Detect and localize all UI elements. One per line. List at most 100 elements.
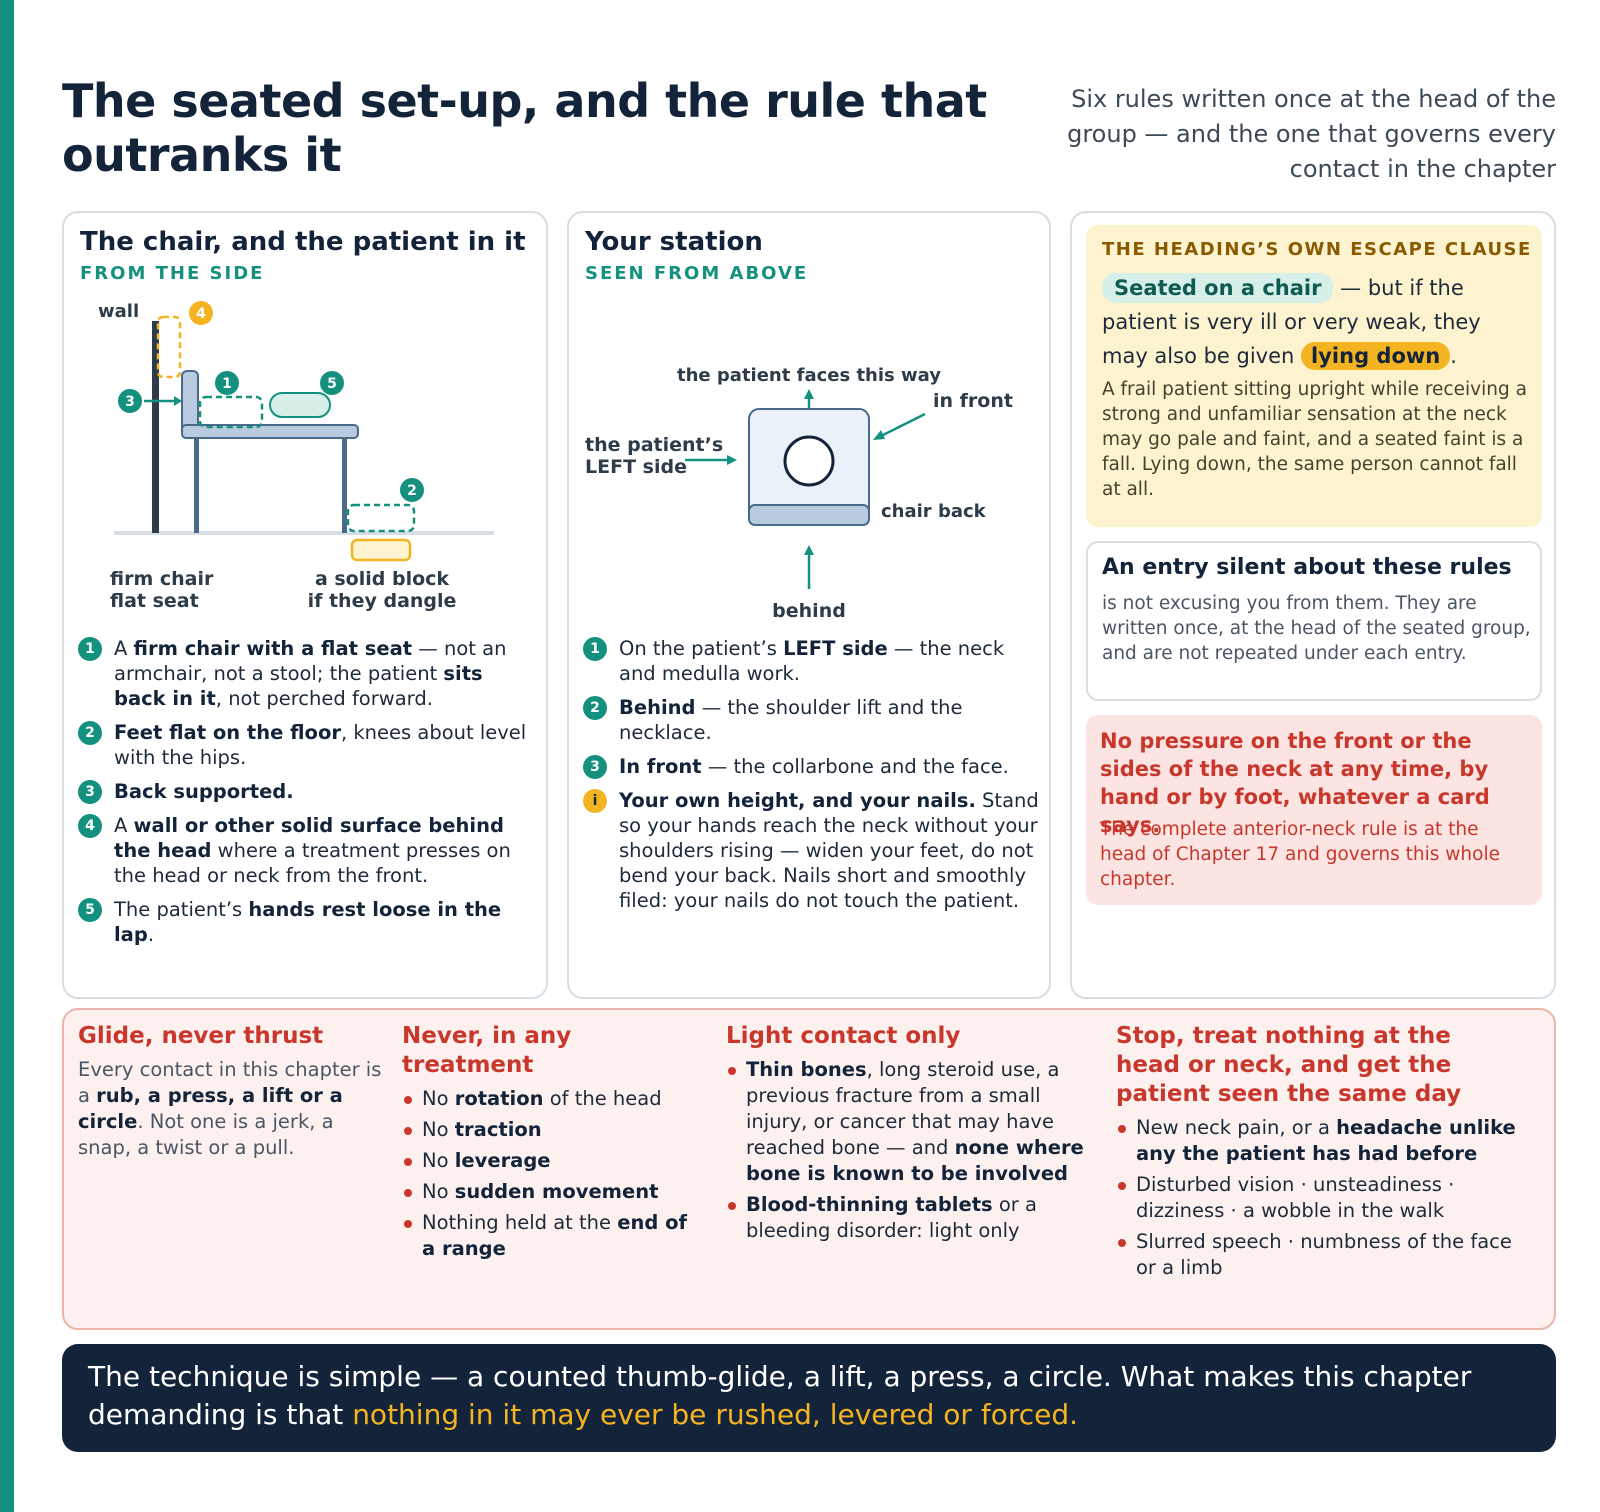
- station-step-part: Behind: [619, 696, 696, 719]
- no-pressure-body: The complete anterior-neck rule is at th…: [1100, 819, 1500, 890]
- step-number-badge: 2: [78, 721, 102, 745]
- step-number-badge: 2: [583, 696, 607, 720]
- station-card-kicker: SEEN FROM ABOVE: [585, 263, 809, 284]
- escape-clause-body: A frail patient sitting upright while re…: [1102, 379, 1527, 500]
- station-card: Your station SEEN FROM ABOVE the patient…: [567, 211, 1051, 999]
- in-front-label: in front: [933, 390, 1013, 412]
- block-label-1: a solid block: [315, 568, 449, 590]
- chair-step-part: wall or other solid surface behind the h…: [114, 814, 504, 862]
- chair-step-part: — not an armchair, not a stool; the pati…: [114, 637, 507, 685]
- light-contact-item-2: Blood-thinning tablets or a bleeding dis…: [726, 1192, 1086, 1244]
- marker-3: [118, 389, 142, 413]
- light-contact-part: none where bone is known to be involved: [746, 1136, 1084, 1185]
- station-step-4: i Your own height, and your nails. Stand …: [583, 788, 1039, 913]
- behind-arrowhead: [804, 545, 814, 555]
- station-step-part: Your own height, and your nails.: [619, 789, 976, 812]
- chair-step-text: Back supported.: [114, 779, 294, 804]
- chair-step-part: Back supported.: [114, 780, 294, 803]
- station-step-part: In front: [619, 755, 702, 778]
- never-item-5: Nothing held at the end of a range: [402, 1210, 706, 1262]
- glide-part: . Not one is a jerk, a snap, a twist or …: [78, 1110, 334, 1159]
- never-part: rotation: [454, 1087, 544, 1110]
- chair-back-bar: [748, 504, 870, 526]
- warnings-band: Glide, never thrust Every contact in thi…: [62, 1008, 1556, 1330]
- stop-part: Slurred speech · numbness of the face or…: [1136, 1230, 1512, 1279]
- wall-shape: [152, 321, 159, 533]
- never-item-1: No rotation of the head: [402, 1086, 706, 1112]
- station-step-part: — the neck and medulla work.: [619, 637, 1005, 685]
- stop-column: Stop, treat nothing at the head or neck,…: [1116, 1022, 1516, 1286]
- station-step-part: LEFT side: [783, 637, 888, 660]
- station-top-diagram: the patient faces this way in front the …: [585, 365, 1013, 622]
- never-part: traction: [454, 1118, 542, 1141]
- chair-side-diagram: wall 3 4 1 5 2 firm chair flat seat a so…: [98, 301, 494, 612]
- left-side-label-1: the patient’s: [585, 434, 723, 456]
- chair-step-text: A wall or other solid surface behind the…: [114, 813, 536, 888]
- chair-step-text: Feet flat on the floor, knees about leve…: [114, 720, 536, 770]
- marker-1-label: 1: [222, 376, 232, 392]
- firm-chair-label-2: flat seat: [110, 590, 199, 612]
- light-contact-part: , long steroid use, a previous fracture …: [746, 1058, 1060, 1159]
- step-number-badge: 1: [78, 637, 102, 661]
- step-number-badge: 5: [78, 898, 102, 922]
- seated-pill: Seated on a chair: [1102, 273, 1334, 303]
- never-item-2: No traction: [402, 1117, 706, 1143]
- light-contact-part: Thin bones: [746, 1058, 867, 1081]
- escape-clause-kicker: THE HEADING’S OWN ESCAPE CLAUSE: [1102, 239, 1532, 260]
- marker-5: [320, 371, 344, 395]
- never-item-3: No leverage: [402, 1148, 706, 1174]
- footer-lead: The technique is simple — a counted thum…: [88, 1360, 1472, 1431]
- stop-part: headache unlike any the patient has had …: [1136, 1116, 1516, 1165]
- station-card-title: Your station: [585, 227, 763, 257]
- never-part: No: [422, 1180, 455, 1203]
- stop-title: Stop, treat nothing at the head or neck,…: [1116, 1023, 1462, 1107]
- marker-4-label: 4: [196, 306, 206, 322]
- light-contact-list: Thin bones, long steroid use, a previous…: [726, 1057, 1086, 1244]
- chair-step-part: .: [147, 923, 155, 946]
- info-icon: i: [583, 789, 607, 813]
- station-step-part: — the shoulder lift and the necklace.: [619, 696, 963, 744]
- glide-column: Glide, never thrust Every contact in thi…: [78, 1022, 382, 1161]
- page-title: The seated set-up, and the rule that out…: [62, 74, 987, 182]
- in-front-arrowhead: [873, 430, 885, 440]
- left-side-arrowhead: [727, 455, 737, 465]
- marker-5-label: 5: [327, 376, 337, 392]
- silent-entry-panel: An entry silent about these rules is not…: [1086, 541, 1542, 701]
- footer-banner: The technique is simple — a counted thum…: [62, 1344, 1556, 1452]
- chair-step-part: The patient’s: [114, 898, 249, 921]
- silent-entry-body: is not excusing you from them. They are …: [1102, 593, 1531, 664]
- silent-entry-title: An entry silent about these rules: [1102, 555, 1512, 580]
- stop-item-2: Disturbed vision · unsteadiness · dizzin…: [1116, 1172, 1516, 1224]
- chair-step-part: , not perched forward.: [215, 687, 433, 710]
- never-part: No: [422, 1087, 455, 1110]
- page-subtitle: Six rules written once at the head of th…: [1067, 85, 1556, 183]
- chair-step-part: A: [114, 637, 134, 660]
- chair-step-part: firm chair with a flat seat: [133, 637, 413, 660]
- chair-card-kicker: FROM THE SIDE: [80, 263, 265, 284]
- station-step-text: In front — the collarbone and the face.: [619, 754, 1009, 779]
- never-title: Never, in any treatment: [402, 1023, 572, 1078]
- marker-2: [400, 478, 424, 502]
- never-part: sudden movement: [454, 1180, 659, 1203]
- chair-front-leg: [194, 437, 199, 533]
- never-part: of the head: [543, 1087, 662, 1110]
- never-item-4: No sudden movement: [402, 1179, 706, 1205]
- light-contact-title: Light contact only: [726, 1023, 961, 1049]
- station-step-text: Your own height, and your nails. Stand s…: [619, 788, 1039, 913]
- glide-title: Glide, never thrust: [78, 1023, 324, 1049]
- escape-clause-lead: Seated on a chair — but if the patient i…: [1102, 271, 1532, 373]
- escape-clause-panel: THE HEADING’S OWN ESCAPE CLAUSE Seated o…: [1086, 225, 1542, 527]
- never-column: Never, in any treatment No rotation of t…: [402, 1022, 706, 1267]
- marker-4: [189, 301, 213, 325]
- light-contact-part: Blood-thinning tablets: [746, 1193, 993, 1216]
- escape-lead-mid: — but if the patient is very ill or very…: [1102, 276, 1481, 368]
- behind-label: behind: [772, 600, 846, 622]
- patient-head-shape: [783, 435, 835, 487]
- no-pressure-title: No pressure on the front or the sides of…: [1100, 729, 1490, 837]
- never-part: end of a range: [422, 1211, 687, 1260]
- glide-part: rub, a press, a lift or a circle: [78, 1084, 343, 1133]
